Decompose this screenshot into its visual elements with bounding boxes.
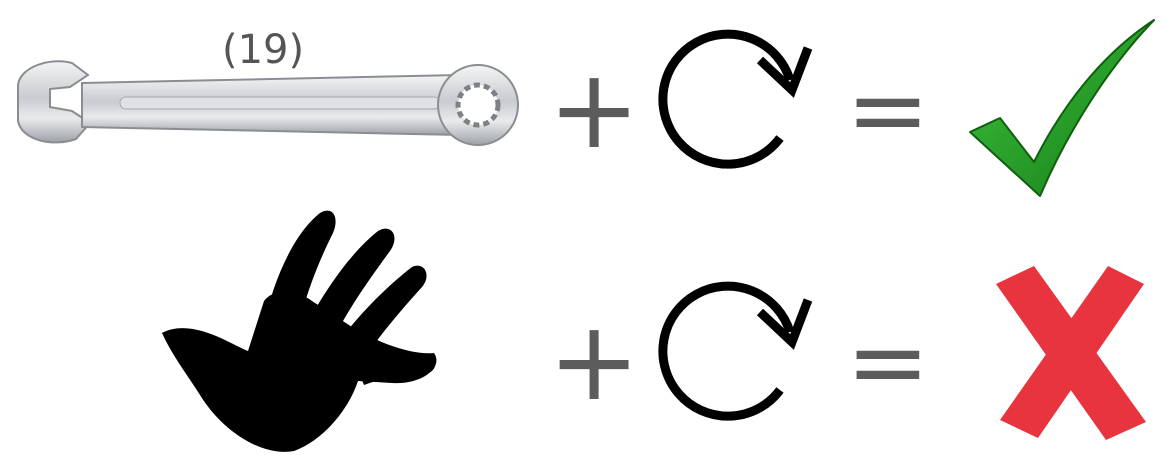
equals-sign: = <box>846 312 930 412</box>
rotate-clockwise-icon <box>640 20 810 190</box>
plus-sign: + <box>548 306 640 416</box>
rotate-clockwise-icon <box>640 272 810 442</box>
plus-sign: + <box>548 54 640 164</box>
tool-size-label: (19) <box>222 30 304 70</box>
hand-icon <box>152 205 442 455</box>
cross-icon <box>990 262 1150 442</box>
equals-sign: = <box>846 60 930 160</box>
checkmark-icon <box>962 14 1162 204</box>
